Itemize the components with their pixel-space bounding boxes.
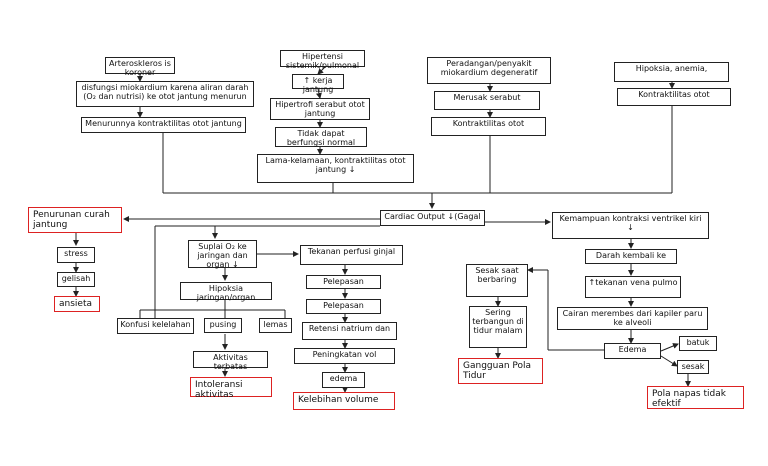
node-disfungsi: disfungsi miokardium karena aliran darah…: [76, 81, 254, 107]
diagnosis-penurunan-curah-jantung: Penurunan curah jantung: [28, 207, 122, 233]
node-sesak-saat-berbaring: Sesak saat berbaring: [466, 264, 528, 297]
node-tekanan-perfusi-ginjal: Tekanan perfusi ginjal: [300, 245, 403, 265]
diagnosis-gangguan-pola-tidur: Gangguan Pola Tidur: [458, 358, 543, 384]
node-cairan-merembes: Cairan merembes dari kapiler paru ke alv…: [557, 307, 708, 330]
node-hipoksia-anemia: Hipoksia, anemia,: [614, 62, 729, 82]
node-hipertensi: Hipertensi sistemik/pulmonal: [280, 50, 365, 70]
node-kontraktilitas-otot-1: Kontraktilitas otot: [431, 117, 546, 136]
node-edema-2: Edema: [604, 343, 661, 359]
node-suplai-o2: Suplai O₂ ke jaringan dan organ ↓: [188, 240, 257, 269]
node-retensi-natrium: Retensi natrium dan: [302, 322, 397, 340]
node-darah-kembali: Darah kembali ke: [585, 249, 677, 264]
node-konfusi-kelelahan: Konfusi kelelahan: [117, 318, 194, 334]
node-kontraktilitas-otot-2: Kontraktilitas otot: [617, 88, 731, 106]
node-peningkatan-vol: Peningkatan vol: [294, 348, 395, 364]
node-pelepasan-1: Pelepasan: [306, 275, 381, 289]
node-pusing: pusing: [204, 318, 242, 333]
node-hipertrofi: Hipertrofi serabut otot jantung: [270, 98, 370, 120]
node-lemas: lemas: [259, 318, 292, 333]
node-kerja-jantung: ↑ kerja jantung: [292, 74, 344, 94]
node-batuk: batuk: [679, 336, 717, 351]
diagnosis-pola-napas: Pola napas tidak efektif: [647, 386, 744, 409]
diagnosis-ansieta: ansieta: [54, 296, 100, 312]
node-cardiac-output: Cardiac Output ↓(Gagal: [380, 210, 485, 226]
diagnosis-kelebihan-volume: Kelebihan volume: [293, 392, 395, 410]
node-sesak: sesak: [677, 360, 709, 374]
node-merusak-serabut: Merusak serabut: [434, 91, 540, 110]
node-peradangan: Peradangan/penyakit miokardium degenerat…: [427, 57, 551, 84]
node-tidak-dapat-berfungsi: Tidak dapat berfungsi normal: [275, 127, 367, 147]
node-edema-1: edema: [322, 372, 365, 388]
node-gelisah: gelisah: [57, 272, 95, 287]
node-aktivitas-terbatas: Aktivitas terbatas: [193, 351, 268, 371]
node-stress: stress: [57, 247, 95, 263]
node-hipoksia-jaringan: Hipoksia jaringan/organ: [180, 282, 272, 302]
diagnosis-intoleransi-aktivitas: Intoleransi aktivitas: [190, 377, 272, 400]
node-lama-kelamaan: Lama-kelamaan, kontraktilitas otot jantu…: [257, 154, 414, 183]
node-tekanan-vena-pulmo: ↑tekanan vena pulmo: [585, 276, 681, 298]
node-pelepasan-2: Pelepasan: [306, 299, 381, 314]
node-kemampuan-kontraksi: Kemampuan kontraksi ventrikel kiri ↓: [552, 212, 709, 239]
node-menurunnya-kontraktilitas: Menurunnya kontraktilitas otot jantung: [81, 117, 246, 133]
node-sering-terbangun: Sering terbangun di tidur malam: [469, 306, 527, 348]
node-arteroskleros: Arteroskleros is koroner: [105, 57, 175, 77]
